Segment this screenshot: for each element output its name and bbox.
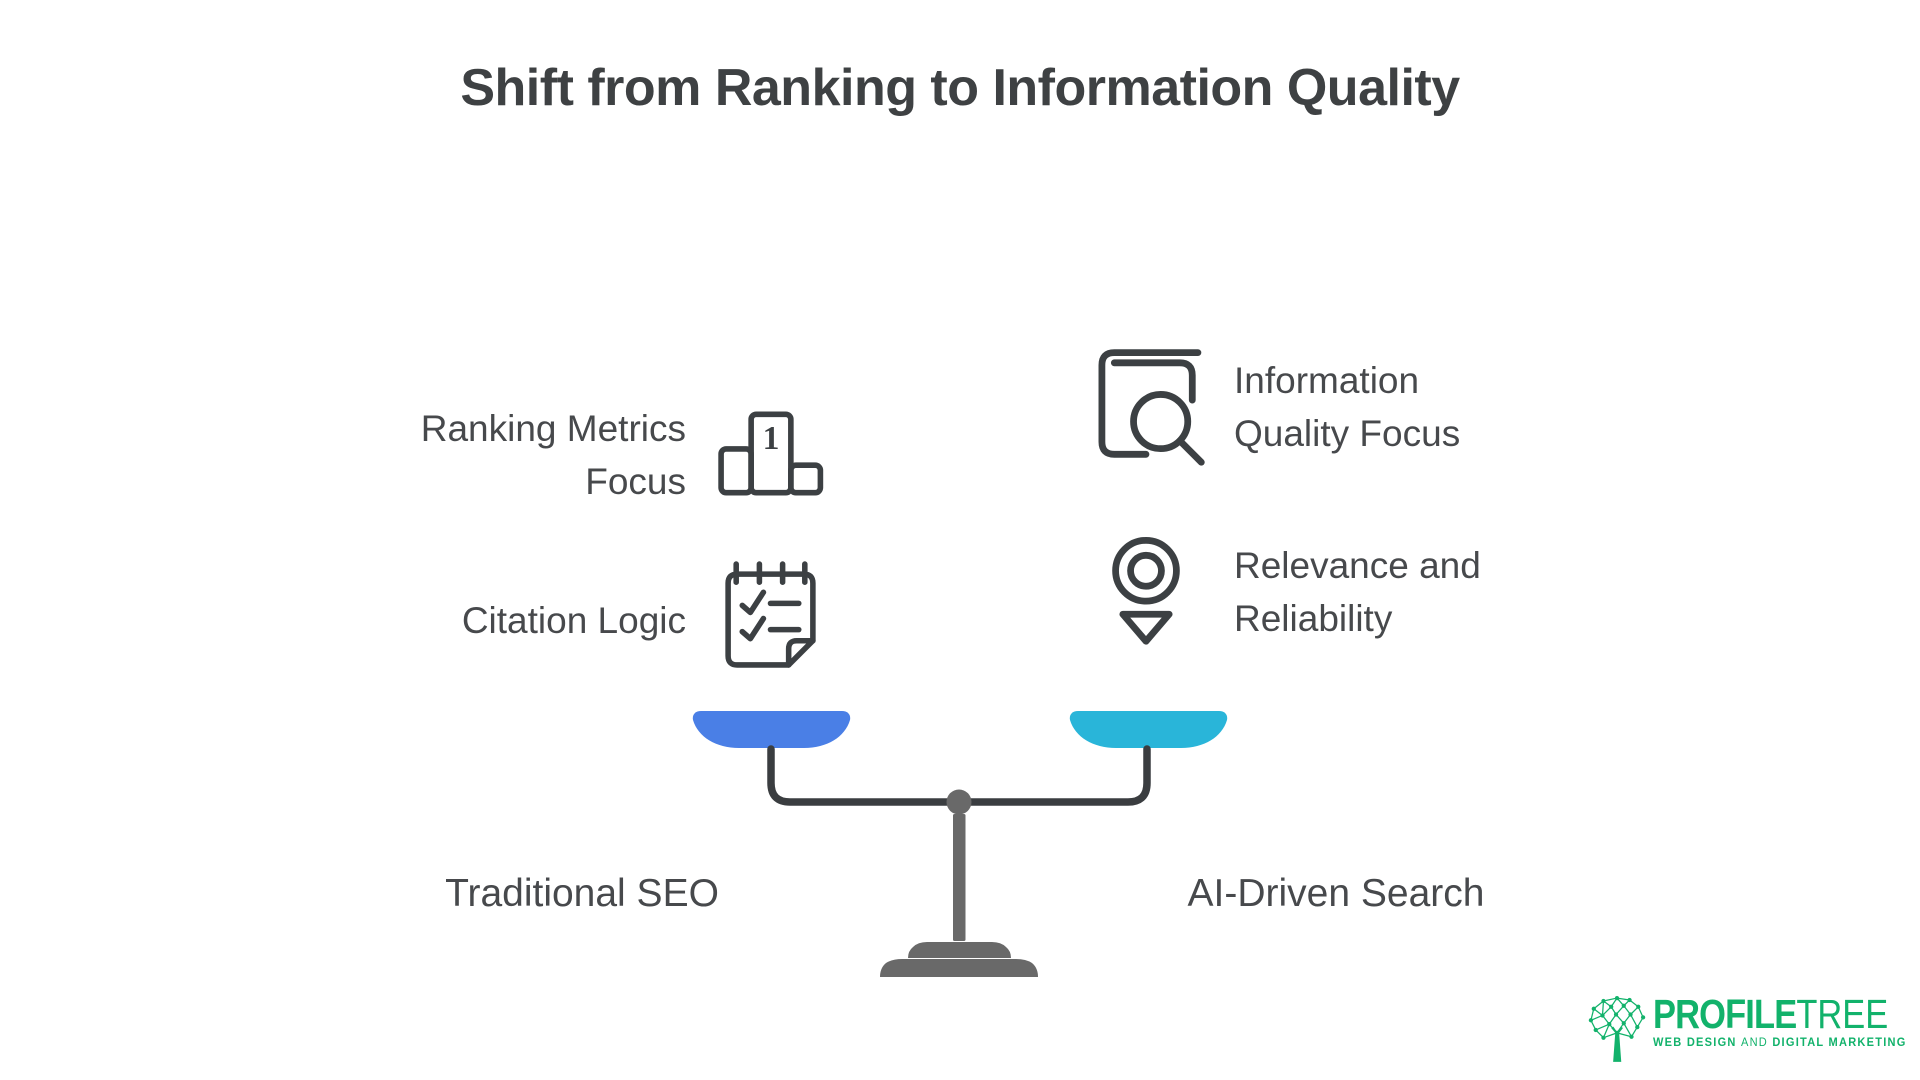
scale-base-upper: [908, 942, 1011, 958]
feature-label-relevance-reliability: Relevance and Reliability: [1234, 545, 1481, 639]
brand-text: PROFILETREE WEB DESIGN AND DIGITAL MARKE…: [1653, 991, 1920, 1050]
category-label-ai-driven-search: AI-Driven Search: [1187, 872, 1485, 915]
brand-tagline-part-3: DIGITAL MARKETING: [1772, 1037, 1907, 1049]
network-tree-icon: [1588, 995, 1646, 1062]
podium-first-place-icon: 1: [716, 410, 826, 503]
brand-tagline-part-1: WEB DESIGN: [1653, 1037, 1737, 1049]
feature-label-information-quality-focus: Information Quality Focus: [1234, 360, 1461, 454]
feature-label-ranking-metrics-focus: Ranking Metrics Focus: [420, 408, 686, 502]
brand-name-light: TREE: [1796, 991, 1889, 1037]
brand-name-bold: PROFILE: [1653, 991, 1797, 1037]
brand-logo: PROFILETREE WEB DESIGN AND DIGITAL MARKE…: [1588, 994, 1920, 1064]
balance-scale: [692, 711, 1228, 977]
scale-left-pan: [692, 711, 851, 748]
brand-name: PROFILETREE: [1653, 991, 1889, 1037]
scale-pivot: [946, 789, 972, 815]
checklist-notepad-icon: [720, 561, 821, 677]
scale-post: [953, 814, 966, 941]
scale-right-pan: [1069, 711, 1228, 748]
podium-rank-number: 1: [763, 420, 780, 457]
page-title: Shift from Ranking to Information Qualit…: [460, 59, 1460, 117]
brand-tagline-part-2: AND: [1740, 1037, 1769, 1049]
category-label-traditional-seo: Traditional SEO: [445, 872, 719, 915]
brand-tagline: WEB DESIGN AND DIGITAL MARKETING: [1653, 1037, 1920, 1049]
location-pin-icon: [1111, 536, 1181, 653]
scale-base-lower: [880, 959, 1038, 977]
book-search-icon: [1096, 347, 1214, 474]
feature-label-citation-logic: Citation Logic: [461, 600, 686, 641]
